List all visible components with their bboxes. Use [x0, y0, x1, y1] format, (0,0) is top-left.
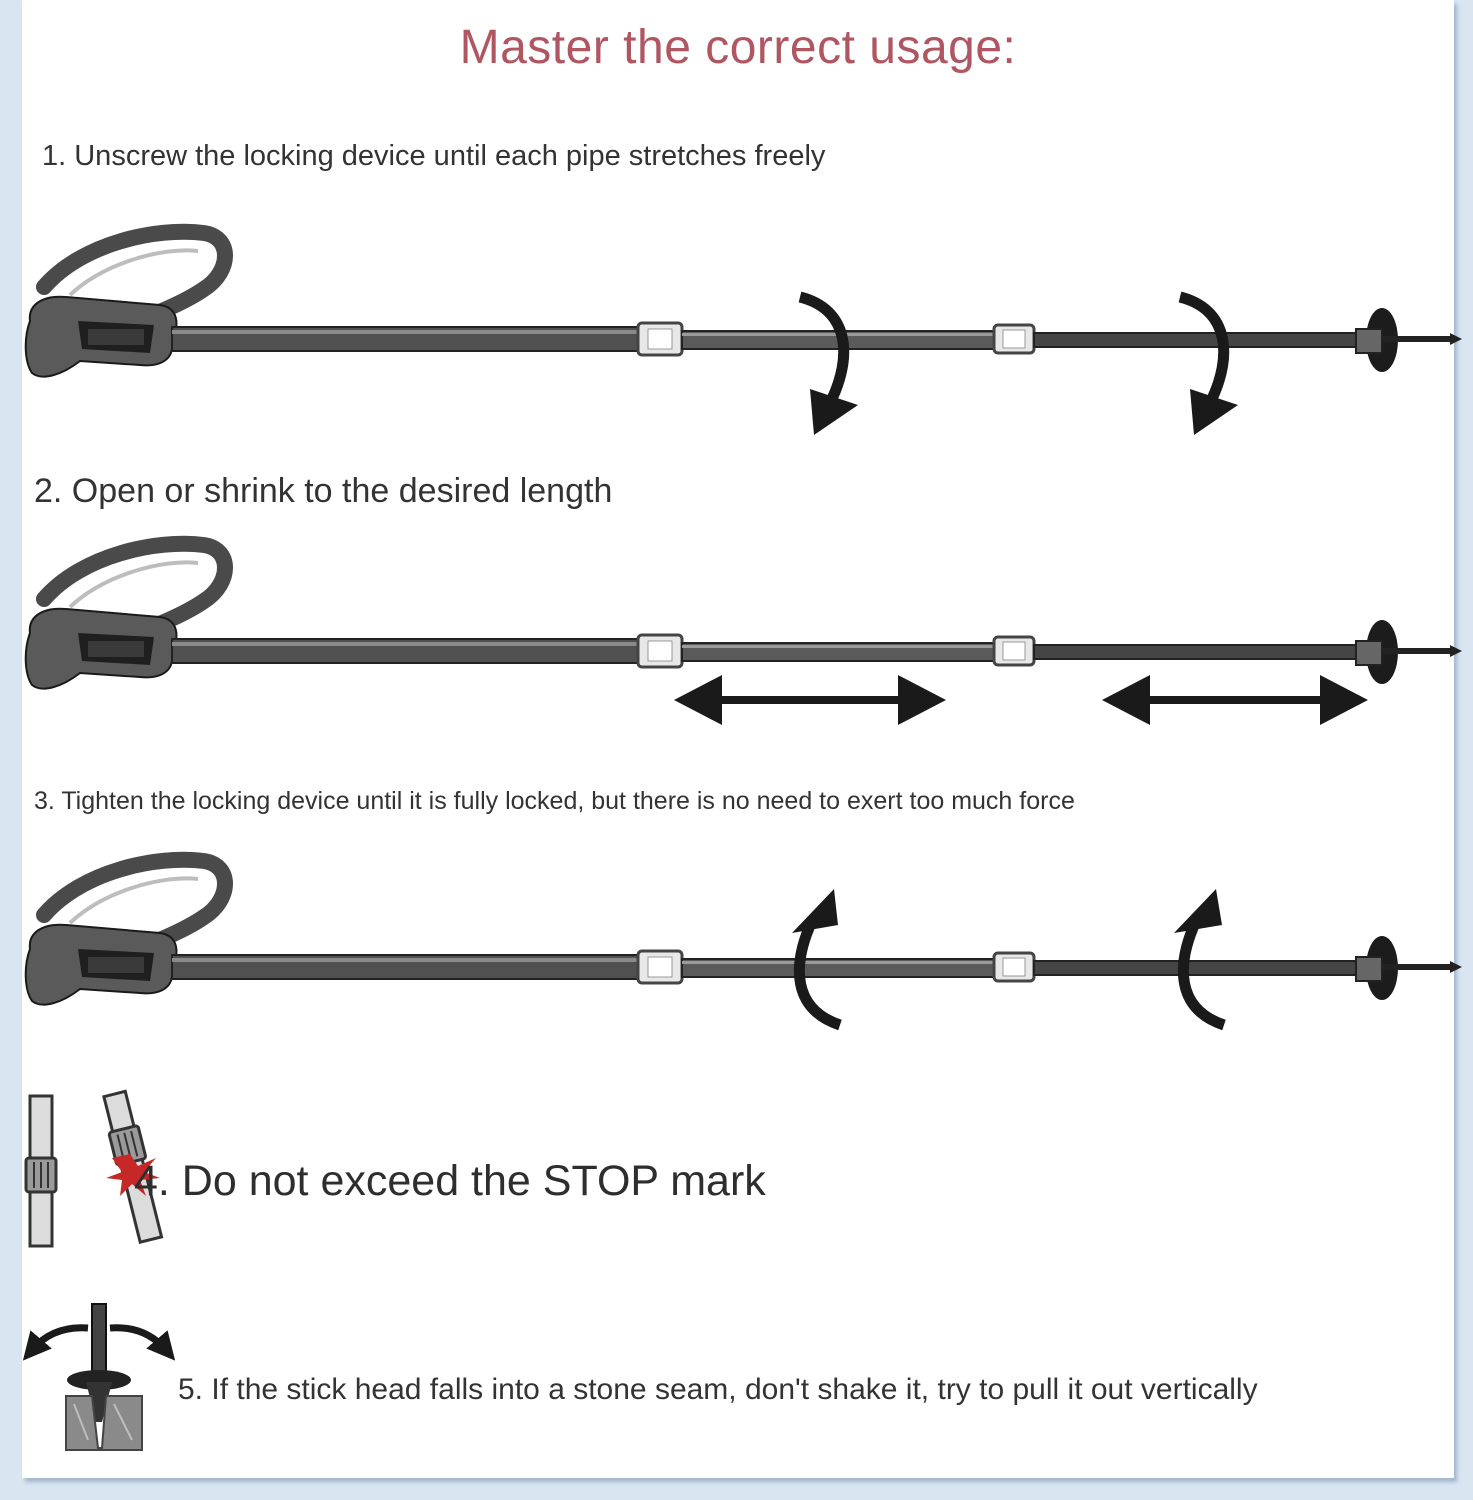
stone-seam-icon [65, 1395, 143, 1451]
double-arrow-icon [674, 675, 946, 725]
pole-unscrew-illustration [22, 225, 1454, 435]
pull-out-vertically-illustration [22, 1303, 176, 1451]
warning-burst-icon [106, 1154, 160, 1196]
pole-adjust-length-illustration [22, 537, 1454, 725]
step-2-text: 2. Open or shrink to the desired length [34, 472, 613, 510]
step-1-text: 1. Unscrew the locking device until each… [42, 140, 826, 172]
usage-instructions-panel: Master the correct usage: 1. Unscrew the… [22, 0, 1454, 1478]
rotate-down-arrow-icon [1178, 291, 1238, 435]
step-3-text: 3. Tighten the locking device until it i… [34, 787, 1075, 815]
rotate-down-arrow-icon [798, 291, 858, 435]
step-5-text: 5. If the stick head falls into a stone … [178, 1373, 1258, 1406]
step-4-text: 4. Do not exceed the STOP mark [134, 1157, 766, 1205]
correct-extension-icon [24, 1094, 58, 1248]
pole-tighten-illustration [22, 853, 1454, 1031]
stop-mark-illustration [24, 1089, 164, 1248]
double-arrow-icon [1102, 675, 1368, 725]
rotate-up-arrow-icon [792, 889, 842, 1031]
rotate-up-arrow-icon [1174, 889, 1226, 1031]
page-title: Master the correct usage: [459, 21, 1017, 74]
